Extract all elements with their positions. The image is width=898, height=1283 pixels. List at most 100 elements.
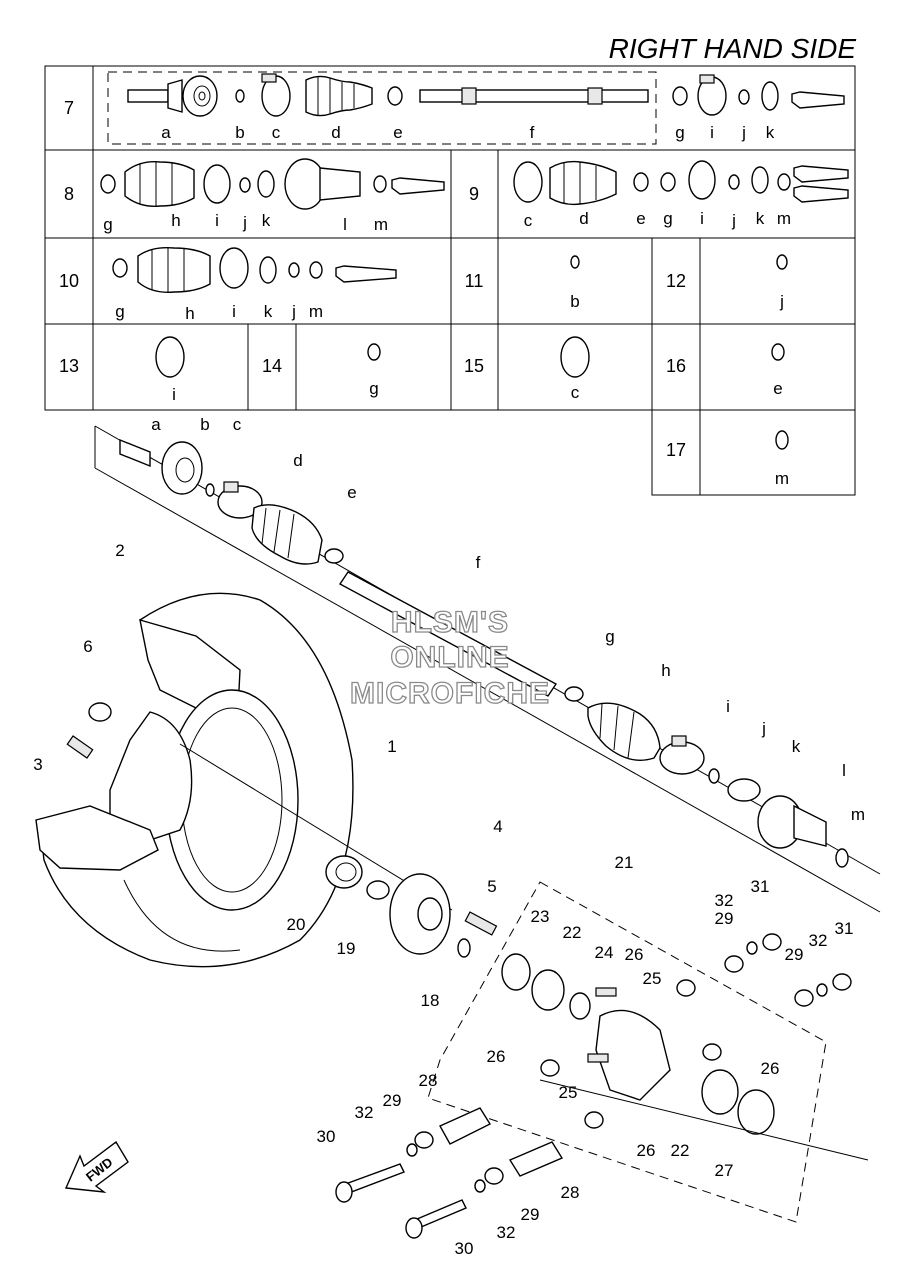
kit-7-letter-f: f <box>530 123 535 142</box>
kit-10-letter-m: m <box>309 302 323 321</box>
driveshaft-letter-b: b <box>200 415 209 434</box>
driveshaft-letter-e: e <box>347 483 356 502</box>
kit-15-number: 15 <box>464 356 484 376</box>
kit-7-number: 7 <box>64 98 74 118</box>
kit-10-letter-j: j <box>291 302 296 321</box>
kit-9-letter-g: g <box>663 209 672 228</box>
part-number-21: 21 <box>615 853 634 872</box>
part-number-26: 26 <box>487 1047 506 1066</box>
driveshaft-letter-i: i <box>726 697 730 716</box>
kit-8-number: 8 <box>64 184 74 204</box>
kit-9-letter-k: k <box>756 209 765 228</box>
part-number-25: 25 <box>643 969 662 988</box>
driveshaft-letter-g: g <box>605 627 614 646</box>
driveshaft-letter-d: d <box>293 451 302 470</box>
kit-10-letter-i: i <box>232 302 236 321</box>
part-number-18: 18 <box>421 991 440 1010</box>
part-number-2: 2 <box>115 541 124 560</box>
kit-10-number: 10 <box>59 271 79 291</box>
kit-8-parts <box>100 158 445 210</box>
driveshaft-letter-j: j <box>761 719 766 738</box>
driveshaft-letter-c: c <box>233 415 242 434</box>
kit-9-parts <box>513 160 849 206</box>
part-number-labels: 1234561819202122222324252526262626272828… <box>33 541 853 1258</box>
part-number-29: 29 <box>785 945 804 964</box>
kit-9-letter-j: j <box>731 211 736 230</box>
kit-7-letter-i: i <box>710 123 714 142</box>
kit-10-letter-g: g <box>115 302 124 321</box>
kit-9-number: 9 <box>469 184 479 204</box>
part-number-28: 28 <box>561 1183 580 1202</box>
kit-7-parts <box>127 73 845 117</box>
diagram-title: RIGHT HAND SIDE <box>609 33 857 64</box>
part-number-22: 22 <box>671 1141 690 1160</box>
part-number-26: 26 <box>761 1059 780 1078</box>
kit-8-letter-m: m <box>374 215 388 234</box>
kit-12-letter-j: j <box>779 292 784 311</box>
part-number-4: 4 <box>493 817 502 836</box>
wheel-tire <box>35 592 354 968</box>
kit-8-letter-g: g <box>103 215 112 234</box>
kit-7-letter-k: k <box>766 123 775 142</box>
part-number-22: 22 <box>563 923 582 942</box>
kit-7-letter-d: d <box>331 123 340 142</box>
kit-14-band-icon <box>367 343 381 361</box>
kit-9-letter-e: e <box>636 209 645 228</box>
part-number-19: 19 <box>337 939 356 958</box>
fwd-arrow-icon: FWD <box>64 1140 129 1193</box>
kit-10-parts <box>112 246 397 293</box>
kit-10-letter-k: k <box>264 302 273 321</box>
part-number-29: 29 <box>521 1205 540 1224</box>
part-number-28: 28 <box>419 1071 438 1090</box>
part-number-32: 32 <box>715 891 734 910</box>
kit-7-letter-g: g <box>675 123 684 142</box>
part-number-1: 1 <box>387 737 396 756</box>
kit-8-letter-k: k <box>262 211 271 230</box>
kit-15-band-icon <box>560 336 590 378</box>
driveshaft-letter-h: h <box>661 661 670 680</box>
kit-15-letter-c: c <box>571 383 580 402</box>
kit-11-letter-b: b <box>570 292 579 311</box>
kit-8-letter-h: h <box>171 211 180 230</box>
kit-8-letter-i: i <box>215 211 219 230</box>
driveshaft-letter-f: f <box>476 553 481 572</box>
part-number-31: 31 <box>835 919 854 938</box>
kit-table: 7 8 9 10 11 12 13 14 15 16 17 <box>44 65 856 496</box>
kit-16-band-icon <box>771 343 785 361</box>
part-number-29: 29 <box>383 1091 402 1110</box>
part-number-23: 23 <box>531 907 550 926</box>
kit-17-ring-icon <box>775 430 789 450</box>
part-number-3: 3 <box>33 755 42 774</box>
kit-8-letter-l: l <box>343 215 347 234</box>
kit-9-letter-m: m <box>777 209 791 228</box>
driveshaft-letter-m: m <box>851 805 865 824</box>
kit-14-letter-g: g <box>369 379 378 398</box>
part-number-5: 5 <box>487 877 496 896</box>
part-number-24: 24 <box>595 943 614 962</box>
driveshaft-letter-a: a <box>151 415 161 434</box>
kit-10-letter-h: h <box>185 304 194 323</box>
part-number-32: 32 <box>355 1103 374 1122</box>
part-number-30: 30 <box>317 1127 336 1146</box>
driveshaft-letter-l: l <box>842 761 846 780</box>
watermark-line-1: HLSM'S <box>391 606 509 639</box>
kit-13-number: 13 <box>59 356 79 376</box>
kit-9-letter-d: d <box>579 209 588 228</box>
watermark-line-2: ONLINE <box>390 641 509 674</box>
watermark-line-3: MICROFICHE <box>350 677 550 710</box>
part-number-27: 27 <box>715 1161 734 1180</box>
part-number-32: 32 <box>809 931 828 950</box>
kit-7-letter-j: j <box>741 123 746 142</box>
part-number-20: 20 <box>287 915 306 934</box>
part-number-25: 25 <box>559 1083 578 1102</box>
kit-17-letter-m: m <box>775 469 789 488</box>
hub-assembly: 1234561819202122222324252526262626272828… <box>33 541 869 1258</box>
kit-8-letter-j: j <box>242 213 247 232</box>
kit-7-letter-c: c <box>272 123 281 142</box>
kit-7-letter-b: b <box>235 123 244 142</box>
kit-11-ring-icon <box>570 255 580 269</box>
part-number-26: 26 <box>625 945 644 964</box>
